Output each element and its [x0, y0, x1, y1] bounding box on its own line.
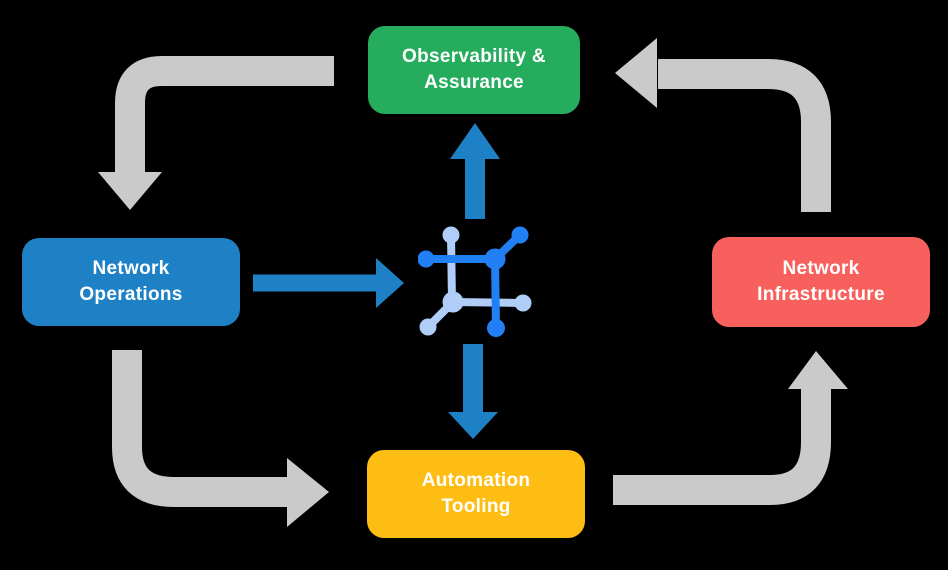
arrow-observability-to-operations	[98, 56, 334, 210]
network-mesh-icon-bright-branch	[418, 226, 529, 337]
node-infrastructure-label-line1: Network	[782, 258, 860, 279]
node-operations-label-line1: Network	[92, 258, 170, 279]
node-automation-tooling: Automation Tooling	[367, 450, 585, 538]
arrow-operations-to-center	[253, 258, 404, 308]
arrow-operations-to-automation	[112, 350, 329, 527]
node-infrastructure-label-line2: Infrastructure	[757, 284, 885, 305]
node-network-operations: Network Operations	[22, 238, 240, 326]
arrow-center-to-automation	[448, 344, 498, 439]
node-automation-label-line2: Tooling	[441, 496, 511, 517]
node-observability-label-line2: Assurance	[424, 72, 524, 93]
node-observability-label-line1: Observability &	[402, 46, 546, 67]
arrow-infrastructure-to-observability	[615, 38, 831, 212]
arrow-center-to-observability	[450, 123, 500, 219]
network-mesh-icon-light-branch	[419, 226, 532, 336]
node-operations-label-line2: Operations	[79, 284, 183, 305]
network-mesh-icon	[418, 226, 532, 337]
arrow-automation-to-infrastructure	[613, 351, 848, 505]
node-network-infrastructure: Network Infrastructure	[712, 237, 930, 327]
node-observability-assurance: Observability & Assurance	[368, 26, 580, 114]
node-automation-label-line1: Automation	[421, 470, 531, 491]
